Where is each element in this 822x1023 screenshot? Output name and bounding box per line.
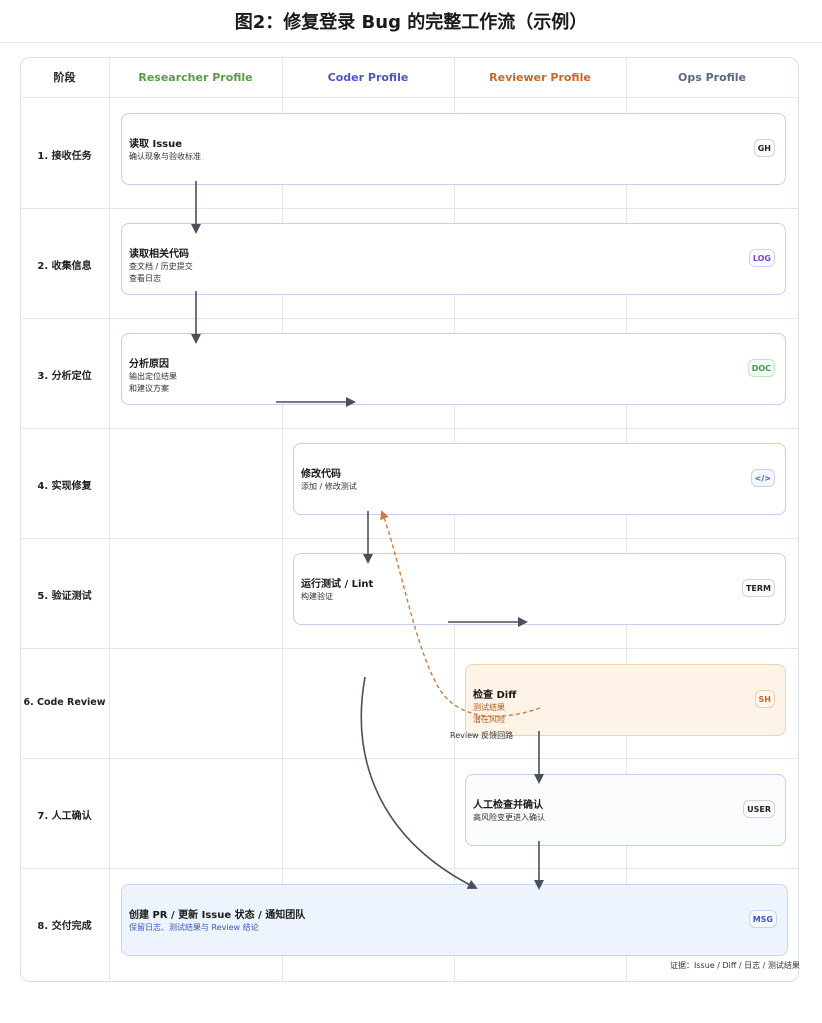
terminal-icon: TERM	[741, 579, 775, 597]
stage-label: 4. 实现修复	[37, 481, 92, 492]
stage-label: 8. 交付完成	[37, 921, 92, 932]
card-title: 运行测试 / Lint	[301, 579, 374, 590]
card-title: 检查 Diff	[473, 690, 517, 701]
row-divider	[20, 97, 798, 98]
header-stage: 阶段	[53, 71, 76, 84]
column-divider	[626, 57, 627, 981]
card-read-issue: 读取 Issue 确认现象与验收标准 GH	[121, 113, 786, 185]
stage-label: 7. 人工确认	[37, 811, 92, 822]
title-divider	[0, 42, 822, 43]
card-human-check: 人工检查并确认 高风险变更进入确认 USER	[465, 774, 786, 846]
github-icon: GH	[753, 139, 775, 157]
stage-label: 6. Code Review	[23, 697, 106, 708]
message-icon: MSG	[748, 910, 777, 928]
card-subtitle-line: 确认现象与验收标准	[129, 152, 201, 161]
card-subtitle: 确认现象与验收标准	[129, 151, 201, 163]
card-subtitle-line: 输出定位结果	[129, 372, 177, 381]
stage-label: 3. 分析定位	[37, 371, 92, 382]
card-title: 读取相关代码	[129, 249, 189, 260]
review-feedback-loop	[380, 510, 541, 718]
header-lane-reviewer: Reviewer Profile	[489, 71, 591, 84]
evidence-note: 证据：Issue / Diff / 日志 / 测试结果	[670, 961, 800, 970]
card-subtitle: 添加 / 修改测试	[301, 481, 357, 493]
shell-icon: SH	[754, 690, 775, 708]
card-subtitle: 查文档 / 历史提交 查看日志	[129, 261, 193, 285]
row-divider	[20, 318, 798, 319]
card-title: 创建 PR / 更新 Issue 状态 / 通知团队	[129, 910, 306, 921]
card-read-code: 读取相关代码 查文档 / 历史提交 查看日志 LOG	[121, 223, 786, 295]
card-subtitle-line: 查文档 / 历史提交	[129, 262, 193, 271]
arrow-test-to-deliver	[360, 676, 478, 889]
column-divider	[282, 57, 283, 981]
card-subtitle-line: 保留日志、测试结果与 Review 结论	[129, 923, 259, 932]
stage-label: 2. 收集信息	[37, 261, 92, 272]
card-analyze: 分析原因 输出定位结果 和建议方案 DOC	[121, 333, 786, 405]
card-subtitle-line: 添加 / 修改测试	[301, 482, 357, 491]
card-check-diff: 检查 Diff 测试结果 潜在风险 SH	[465, 664, 786, 736]
card-subtitle-line: 和建议方案	[129, 384, 169, 393]
user-icon: USER	[743, 800, 775, 818]
header-lane-researcher: Researcher Profile	[138, 71, 253, 84]
card-title: 分析原因	[129, 359, 169, 370]
stage-label: 5. 验证测试	[37, 591, 92, 602]
row-divider	[20, 758, 798, 759]
document-icon: DOC	[747, 359, 775, 377]
header-lane-coder: Coder Profile	[327, 71, 409, 84]
stage-label: 1. 接收任务	[37, 151, 92, 162]
card-modify-code: 修改代码 添加 / 修改测试 </>	[293, 443, 786, 515]
card-run-tests: 运行测试 / Lint 构建验证 TERM	[293, 553, 786, 625]
card-title: 修改代码	[301, 469, 341, 480]
card-subtitle-line: 潜在风险	[473, 715, 505, 724]
card-subtitle-line: 测试结果	[473, 703, 505, 712]
log-icon: LOG	[748, 249, 775, 267]
header-lane-ops: Ops Profile	[677, 71, 747, 84]
card-subtitle-line: 查看日志	[129, 274, 161, 283]
column-divider	[109, 57, 110, 981]
card-subtitle: 构建验证	[301, 591, 333, 603]
card-subtitle: 测试结果 潜在风险	[473, 702, 505, 726]
card-subtitle: 保留日志、测试结果与 Review 结论	[129, 922, 259, 934]
column-divider	[454, 57, 455, 981]
row-divider	[20, 428, 798, 429]
page-title: 图2：修复登录 Bug 的完整工作流（示例）	[234, 12, 588, 33]
card-subtitle: 高风险变更进入确认	[473, 812, 545, 824]
card-subtitle-line: 构建验证	[301, 592, 333, 601]
review-feedback-label: Review 反馈回路	[450, 731, 514, 740]
card-title: 读取 Issue	[129, 139, 183, 150]
row-divider	[20, 648, 798, 649]
card-subtitle: 输出定位结果 和建议方案	[129, 371, 177, 395]
row-divider	[20, 868, 798, 869]
row-divider	[20, 208, 798, 209]
row-divider	[20, 538, 798, 539]
card-title: 人工检查并确认	[473, 800, 543, 811]
card-deliver: 创建 PR / 更新 Issue 状态 / 通知团队 保留日志、测试结果与 Re…	[121, 884, 788, 956]
code-icon: </>	[750, 469, 775, 487]
card-subtitle-line: 高风险变更进入确认	[473, 813, 545, 822]
